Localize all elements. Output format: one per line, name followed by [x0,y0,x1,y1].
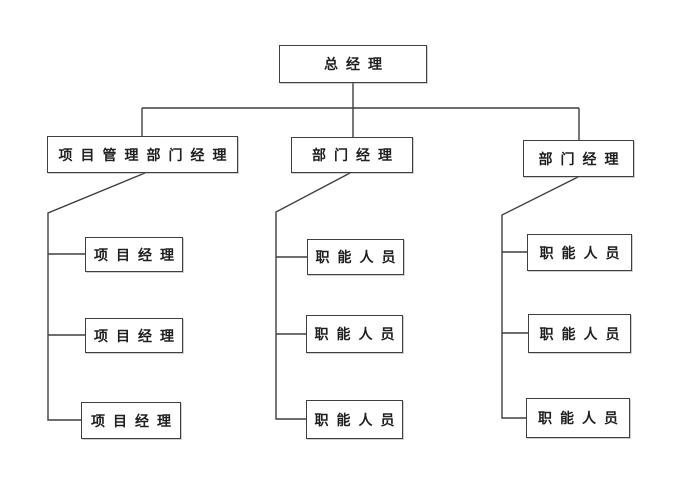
org-node-project-manager-2: 项目经理 [85,318,183,353]
org-node-label: 职能人员 [539,325,628,342]
org-node-functional-staff-2-2: 职能人员 [528,314,631,353]
connector-branch-left-spine [47,172,146,421]
org-node-project-mgmt-dept-manager: 项目管理部门经理 [47,136,238,173]
org-node-project-manager-1: 项目经理 [85,237,183,272]
connector-branch-middle-spine [275,172,351,420]
org-node-label: 职能人员 [314,326,403,342]
org-node-label: 职能人员 [539,244,628,261]
org-node-label: 职能人员 [315,249,404,265]
org-node-label: 部门经理 [312,147,400,163]
org-node-label: 部门经理 [538,150,627,167]
org-node-label: 项目经理 [94,327,182,344]
org-node-label: 职能人员 [538,410,626,426]
org-node-label: 项目经理 [91,412,179,429]
org-node-functional-staff-2-3: 职能人员 [526,398,630,438]
org-node-functional-staff-1-3: 职能人员 [306,400,403,439]
connector-branch-right-spine [501,176,579,419]
org-node-label: 总经理 [324,56,390,72]
org-node-dept-manager-2: 部门经理 [523,140,634,177]
org-node-label: 项目管理部门经理 [58,146,235,163]
org-node-label: 项目经理 [94,246,182,263]
org-node-functional-staff-1-2: 职能人员 [306,315,403,353]
org-node-project-manager-3: 项目经理 [81,402,181,439]
org-node-dept-manager-1: 部门经理 [291,137,413,173]
org-node-functional-staff-1-1: 职能人员 [307,239,404,275]
org-node-general-manager: 总经理 [279,45,427,83]
org-node-functional-staff-2-1: 职能人员 [527,234,632,271]
org-node-label: 职能人员 [314,411,403,428]
